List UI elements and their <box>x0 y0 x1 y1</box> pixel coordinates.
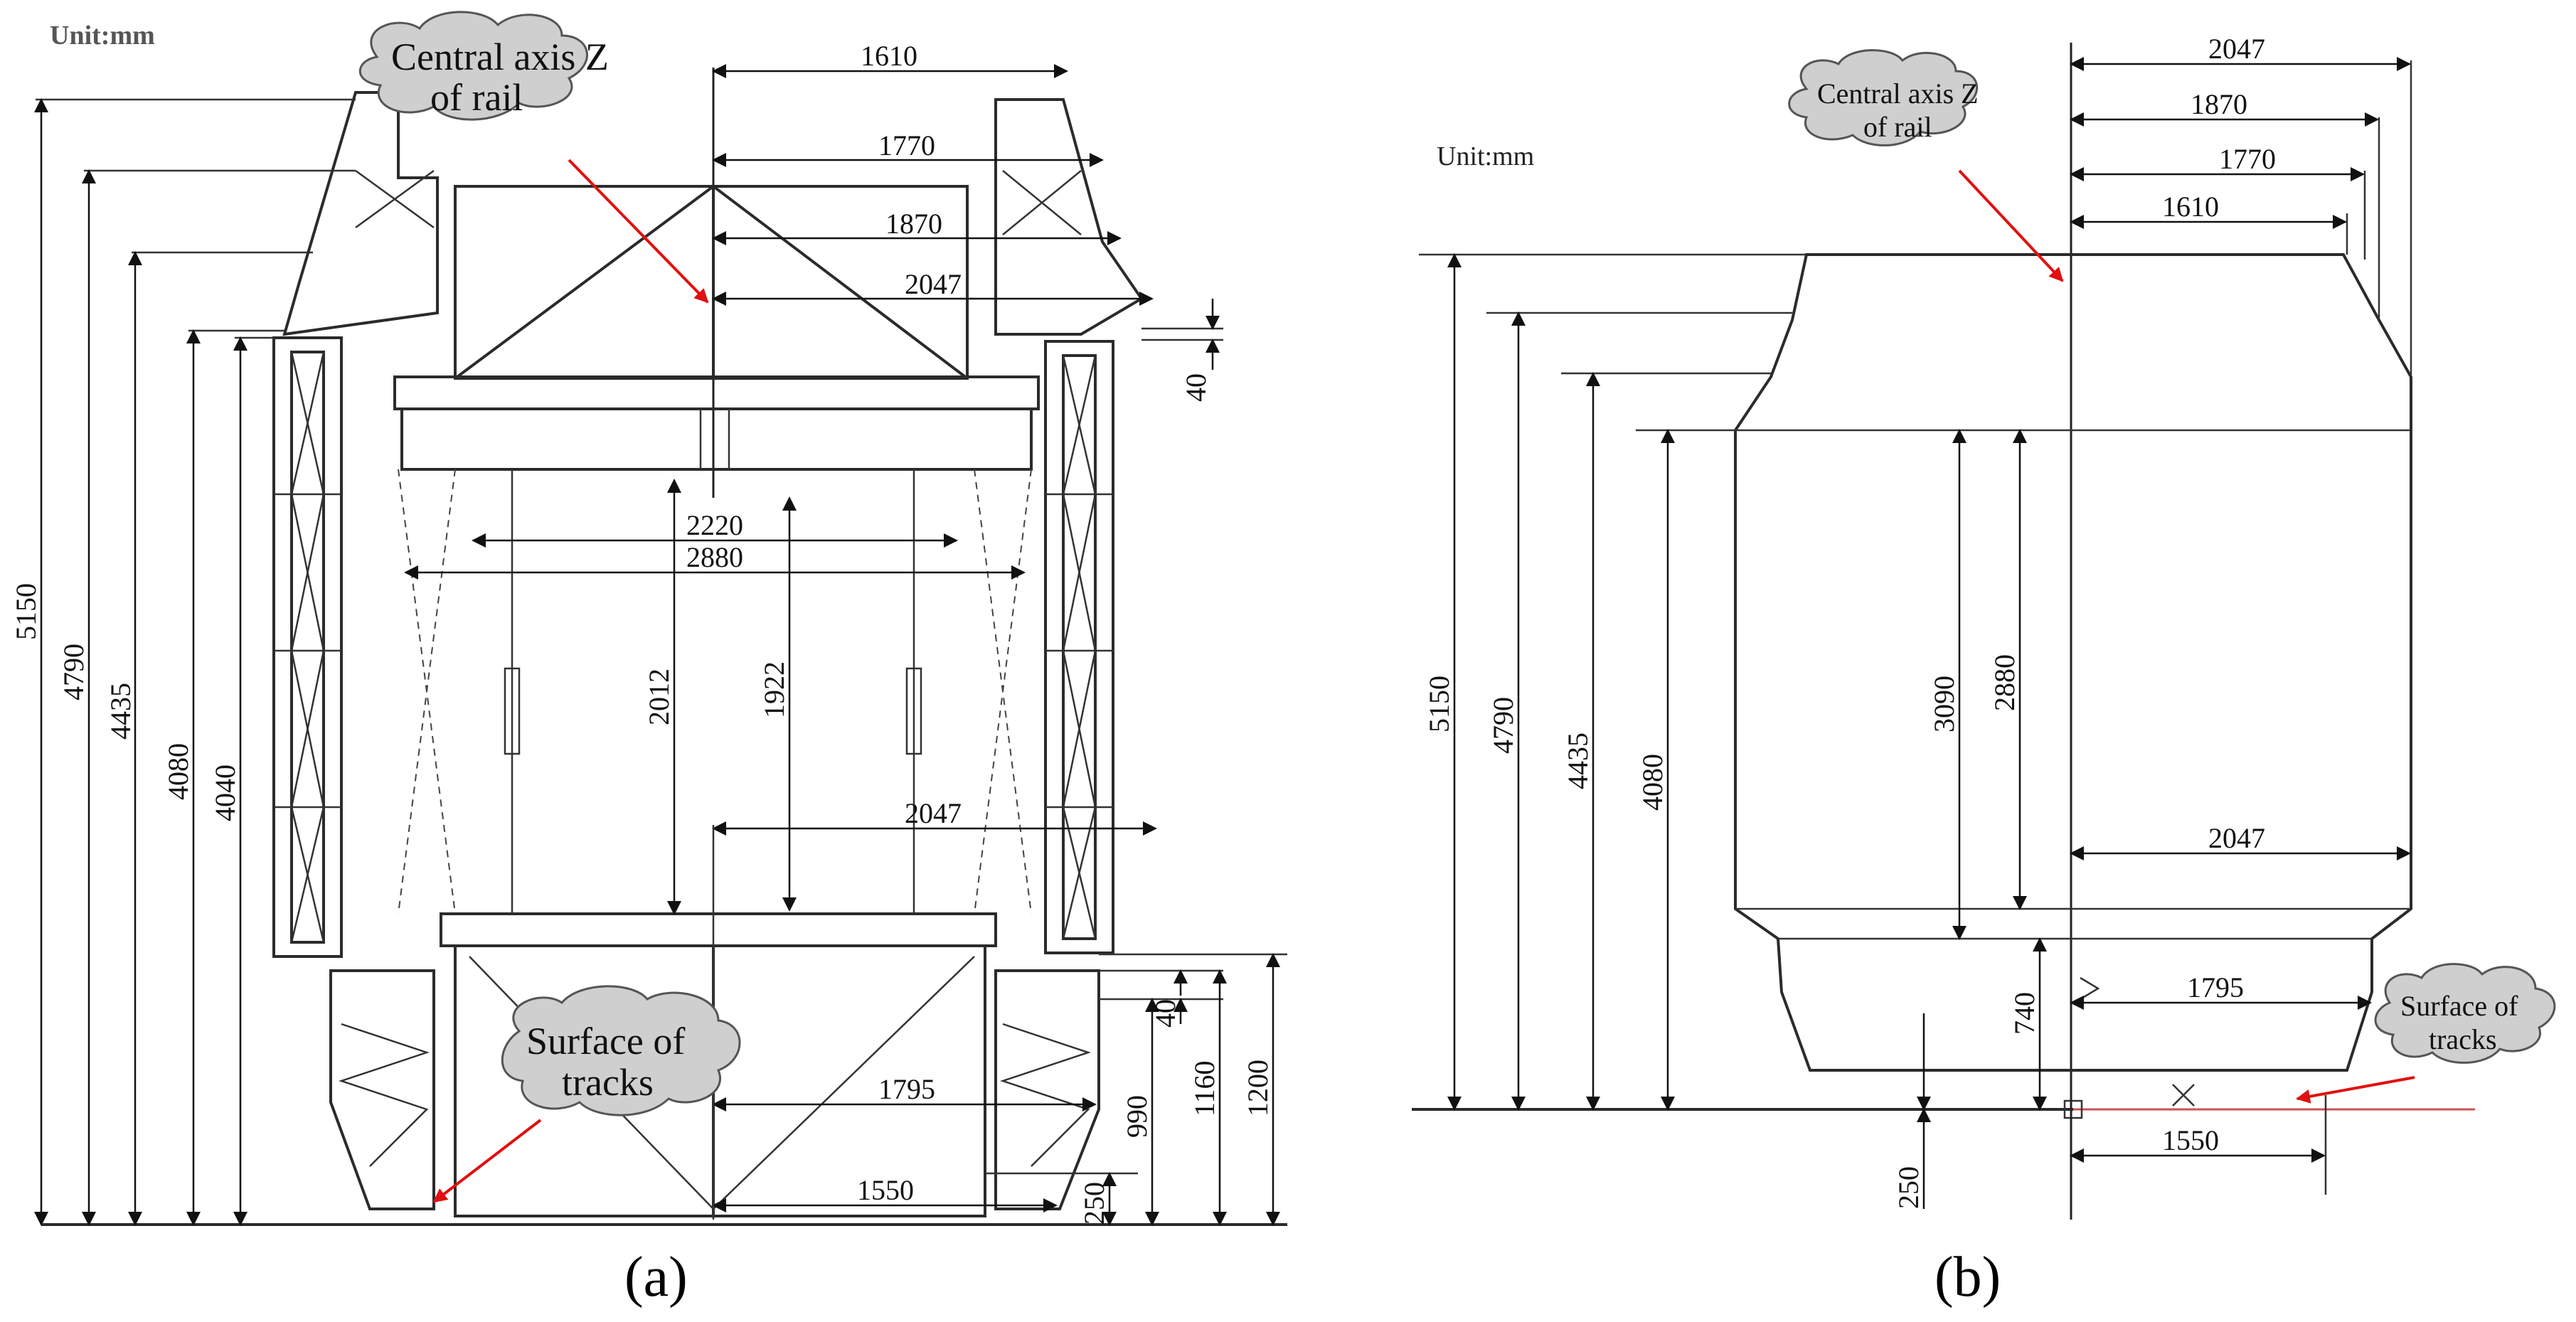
dim-1550-b: 1550 <box>2162 1124 2219 1156</box>
right-vertical-dims-a: 40 40 990 1160 1200 250 <box>985 299 1287 1226</box>
dim-2012-a: 2012 <box>643 668 675 725</box>
clearance-envelope-b <box>1734 253 2412 1072</box>
dim-1610-b: 1610 <box>2162 191 2219 223</box>
dim-2047-mid-b: 2047 <box>2208 822 2265 854</box>
cloud-axis-b: Central axis Z of rail <box>1788 49 2064 282</box>
unit-label-b: Unit:mm <box>1437 142 1534 171</box>
mid-dims-b: 2047 1795 1550 <box>2070 822 2411 1195</box>
dim-4790-a: 4790 <box>58 644 90 700</box>
dim-3090-b: 3090 <box>1928 676 1960 732</box>
left-truss-tower <box>272 91 439 1210</box>
dim-1770-a: 1770 <box>878 129 935 161</box>
panel-a: Unit:mm <box>10 11 1287 1308</box>
dim-1550-a: 1550 <box>857 1174 914 1206</box>
dim-2220-a: 2220 <box>686 509 743 541</box>
cloud-surface-line1-b: Surface of <box>2400 990 2518 1022</box>
dim-1870-b: 1870 <box>2191 88 2247 120</box>
cloud-surface-line1-a: Surface of <box>526 1020 685 1062</box>
dim-2047-top-a: 2047 <box>905 268 962 300</box>
dim-4080-b: 4080 <box>1636 754 1668 811</box>
dim-4040-a: 4040 <box>209 764 241 821</box>
dim-1795-a: 1795 <box>878 1073 935 1105</box>
dim-2047-mid-a: 2047 <box>905 797 962 829</box>
dim-4080-a: 4080 <box>162 743 194 800</box>
inner-vertical-dims-b: 3090 2880 740 250 <box>1893 429 2195 1209</box>
dim-4435-b: 4435 <box>1562 732 1594 789</box>
cloud-axis-line2-a: of rail <box>430 76 523 119</box>
mid-dims-a: 2220 2880 2047 1795 1550 <box>404 509 1157 1220</box>
dim-40-top-a: 40 <box>1180 373 1212 402</box>
panel-b: Unit:mm 5150 4790 4435 4080 <box>1412 33 2556 1308</box>
cloud-surface-line2-a: tracks <box>562 1061 654 1104</box>
lower-structure <box>398 469 1032 1217</box>
cloud-surface-line2-b: tracks <box>2429 1023 2497 1055</box>
top-dims-a: 1610 1770 1870 2047 <box>712 40 1154 306</box>
top-dims-b: 2047 1870 1770 1610 <box>2070 33 2412 377</box>
panel-label-a: (a) <box>624 1246 688 1308</box>
cloud-axis-line1-b: Central axis Z <box>1817 78 1979 110</box>
dim-2880-b: 2880 <box>1989 654 2021 711</box>
dim-5150-b: 5150 <box>1423 676 1455 732</box>
left-vertical-dims-a: 5150 4790 4435 4080 4040 <box>10 98 356 1226</box>
dim-250-a: 250 <box>1078 1182 1110 1225</box>
dim-5150-a: 5150 <box>10 583 42 640</box>
cloud-axis-line2-b: of rail <box>1863 111 1932 143</box>
dim-1922-a: 1922 <box>758 661 790 718</box>
dim-250-b: 250 <box>1893 1166 1925 1209</box>
dim-1610-a: 1610 <box>861 40 917 72</box>
panel-label-b: (b) <box>1934 1246 2001 1308</box>
cloud-axis-line1-a: Central axis Z <box>391 36 609 78</box>
cloud-surface-b: Surface of tracks <box>2296 963 2556 1104</box>
origin-marker-b <box>2063 1099 2083 1119</box>
dim-1795-b: 1795 <box>2187 971 2244 1003</box>
dim-990-a: 990 <box>1121 1095 1153 1138</box>
dim-2880-a: 2880 <box>686 541 743 573</box>
unit-label-a: Unit:mm <box>50 21 155 50</box>
cloud-axis-a: Central axis Z of rail <box>358 11 709 304</box>
dim-40-bot-a: 40 <box>1149 999 1181 1028</box>
dim-1200-a: 1200 <box>1242 1060 1274 1116</box>
dim-740-b: 740 <box>2008 992 2040 1035</box>
upper-structure <box>393 184 1040 471</box>
right-truss-tower <box>994 98 1144 1210</box>
dim-2047-top-b: 2047 <box>2208 33 2265 65</box>
cloud-surface-a: Surface of tracks <box>432 985 741 1203</box>
left-vertical-dims-b: 5150 4790 4435 4080 <box>1423 253 1675 1111</box>
dim-1160-a: 1160 <box>1188 1060 1220 1116</box>
dim-1770-b: 1770 <box>2219 143 2276 175</box>
dim-4435-a: 4435 <box>105 683 137 740</box>
dim-4790-b: 4790 <box>1487 697 1519 754</box>
dim-1870-a: 1870 <box>885 208 942 240</box>
inner-vertical-dims-a: 2012 1922 <box>643 479 797 915</box>
